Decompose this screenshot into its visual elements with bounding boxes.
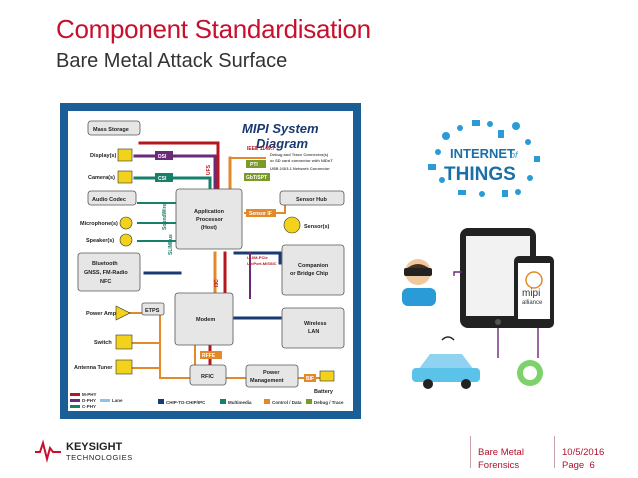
- svg-text:Power: Power: [263, 370, 280, 376]
- car-icon: [418, 354, 474, 370]
- wifi-icon: [441, 336, 455, 341]
- display-icon: [117, 148, 133, 162]
- svg-text:CHIP-TO-CHIP/IPC: CHIP-TO-CHIP/IPC: [166, 400, 206, 405]
- svg-text:BIF: BIF: [306, 376, 314, 382]
- svg-text:Microphone(s): Microphone(s): [80, 221, 118, 227]
- antenna-tuner-icon: [115, 359, 133, 375]
- block-sensor-hub: [279, 190, 345, 206]
- svg-text:(Host): (Host): [201, 225, 217, 231]
- svg-text:UniPort-M/SSIC: UniPort-M/SSIC: [247, 261, 277, 266]
- svg-text:Power Amp: Power Amp: [86, 311, 117, 317]
- keysight-logo: KEYSIGHT TECHNOLOGIES: [34, 437, 134, 468]
- svg-text:Camera(s): Camera(s): [88, 175, 115, 181]
- camera-icon: [117, 170, 133, 184]
- svg-text:Debug and Trace Connector(s): Debug and Trace Connector(s): [270, 152, 329, 157]
- block-application-processor: [175, 188, 243, 250]
- svg-text:Management: Management: [250, 378, 284, 384]
- svg-text:Multimedia: Multimedia: [228, 400, 252, 405]
- svg-text:Control / Data: Control / Data: [272, 400, 302, 405]
- block-power-management: [245, 364, 299, 388]
- svg-text:Switch: Switch: [94, 340, 112, 346]
- svg-text:Audio Codec: Audio Codec: [92, 197, 126, 203]
- iot-icon-cloud: [428, 120, 540, 197]
- svg-text:C-PHY: C-PHY: [82, 404, 96, 409]
- svg-text:ETPS: ETPS: [145, 308, 160, 314]
- sensor-icon: [283, 216, 301, 234]
- svg-text:Mass Storage: Mass Storage: [93, 127, 129, 133]
- keysight-wave-icon: [35, 439, 61, 463]
- mipi-logo: mipi: [522, 288, 540, 299]
- block-audio-codec: [87, 190, 137, 206]
- svg-text:USB 2/3/3.1 Network Connector: USB 2/3/3.1 Network Connector: [270, 166, 330, 171]
- iot-word-of: of: [510, 150, 519, 160]
- svg-text:Sensor(s): Sensor(s): [304, 224, 330, 230]
- block-etps: [141, 302, 165, 316]
- power-amp-icon: [115, 305, 131, 321]
- svg-text:TECHNOLOGIES: TECHNOLOGIES: [66, 453, 133, 462]
- svg-text:LAN: LAN: [308, 329, 319, 335]
- slide-subtitle: Bare Metal Attack Surface: [56, 50, 288, 72]
- svg-text:Speaker(s): Speaker(s): [86, 238, 114, 244]
- iot-word-internet: INTERNET: [450, 146, 515, 161]
- svg-text:Sensor IF: Sensor IF: [249, 211, 272, 217]
- svg-text:KEYSIGHT: KEYSIGHT: [66, 441, 123, 453]
- svg-text:PTI: PTI: [250, 162, 258, 168]
- svg-text:Battery: Battery: [314, 389, 334, 395]
- svg-text:Sensor Hub: Sensor Hub: [296, 197, 328, 203]
- switch-icon: [115, 334, 133, 350]
- footer-separator-2: [554, 436, 555, 468]
- svg-text:SoundWire: SoundWire: [162, 203, 168, 230]
- svg-text:Antenna Tuner: Antenna Tuner: [74, 365, 113, 371]
- footer-date-page: 10/5/2016 Page 6: [562, 446, 604, 472]
- svg-text:I3C: I3C: [214, 279, 220, 287]
- diagram-title-line1: MIPI System: [242, 121, 319, 136]
- svg-text:Wireless: Wireless: [304, 321, 327, 327]
- battery-icon: [319, 370, 335, 382]
- diagram-legend: M-PHY D-PHY C-PHY Lane CHIP-TO-CHIP/IPC …: [70, 392, 344, 409]
- svg-text:RFIC: RFIC: [201, 374, 214, 380]
- mipi-system-diagram: MIPI System Diagram: [60, 103, 361, 419]
- block-companion-chip: [281, 244, 345, 296]
- svg-text:CSI: CSI: [158, 176, 167, 182]
- footer-date: 10/5/2016: [562, 447, 605, 458]
- svg-text:DSI: DSI: [158, 154, 167, 160]
- svg-text:Lane: Lane: [112, 398, 123, 403]
- svg-text:Processor: Processor: [196, 217, 224, 223]
- microphone-icon: [119, 216, 133, 230]
- svg-text:GNSS, FM-Radio: GNSS, FM-Radio: [84, 270, 128, 276]
- svg-text:or SD card connector with NIDn: or SD card connector with NIDnT: [270, 158, 333, 163]
- svg-text:Bluetooth: Bluetooth: [92, 261, 118, 267]
- svg-text:or Bridge Chip: or Bridge Chip: [290, 271, 329, 277]
- speaker-icon: [119, 233, 133, 247]
- svg-text:D-PHY: D-PHY: [82, 398, 96, 403]
- iot-illustration: INTERNET of THINGS mipi alliance: [398, 108, 598, 398]
- block-modem: [174, 292, 234, 346]
- svg-text:Display(s): Display(s): [90, 153, 116, 159]
- svg-text:M-PHY: M-PHY: [82, 392, 97, 397]
- slide-title: Component Standardisation: [56, 14, 371, 44]
- block-mass-storage: [87, 120, 141, 136]
- block-bluetooth: [77, 252, 141, 292]
- footer-topic: Bare Metal Forensics: [478, 447, 524, 471]
- block-rfic: [189, 364, 227, 386]
- svg-text:Debug / Trace: Debug / Trace: [314, 400, 344, 405]
- footer-page-label: Page: [562, 460, 585, 471]
- footer-separator-1: [470, 436, 471, 468]
- svg-text:LLI/M-PCIe: LLI/M-PCIe: [247, 255, 268, 260]
- svg-text:Companion: Companion: [298, 263, 329, 269]
- iot-word-things: THINGS: [444, 164, 516, 185]
- mipi-alliance: alliance: [522, 300, 543, 306]
- footer-page-number: 6: [589, 460, 595, 471]
- block-wireless-lan: [281, 307, 345, 349]
- svg-text:GbT/SPT: GbT/SPT: [246, 175, 267, 181]
- svg-text:SLIMbus: SLIMbus: [168, 234, 174, 255]
- svg-text:UFS: UFS: [206, 164, 212, 175]
- diagram-title-line2: Diagram: [256, 136, 308, 151]
- svg-text:Application: Application: [194, 209, 225, 215]
- svg-text:RFFE: RFFE: [202, 353, 216, 359]
- svg-text:NFC: NFC: [100, 279, 111, 285]
- svg-text:IEEE 1149.7: IEEE 1149.7: [247, 146, 275, 152]
- svg-text:Modem: Modem: [196, 317, 215, 323]
